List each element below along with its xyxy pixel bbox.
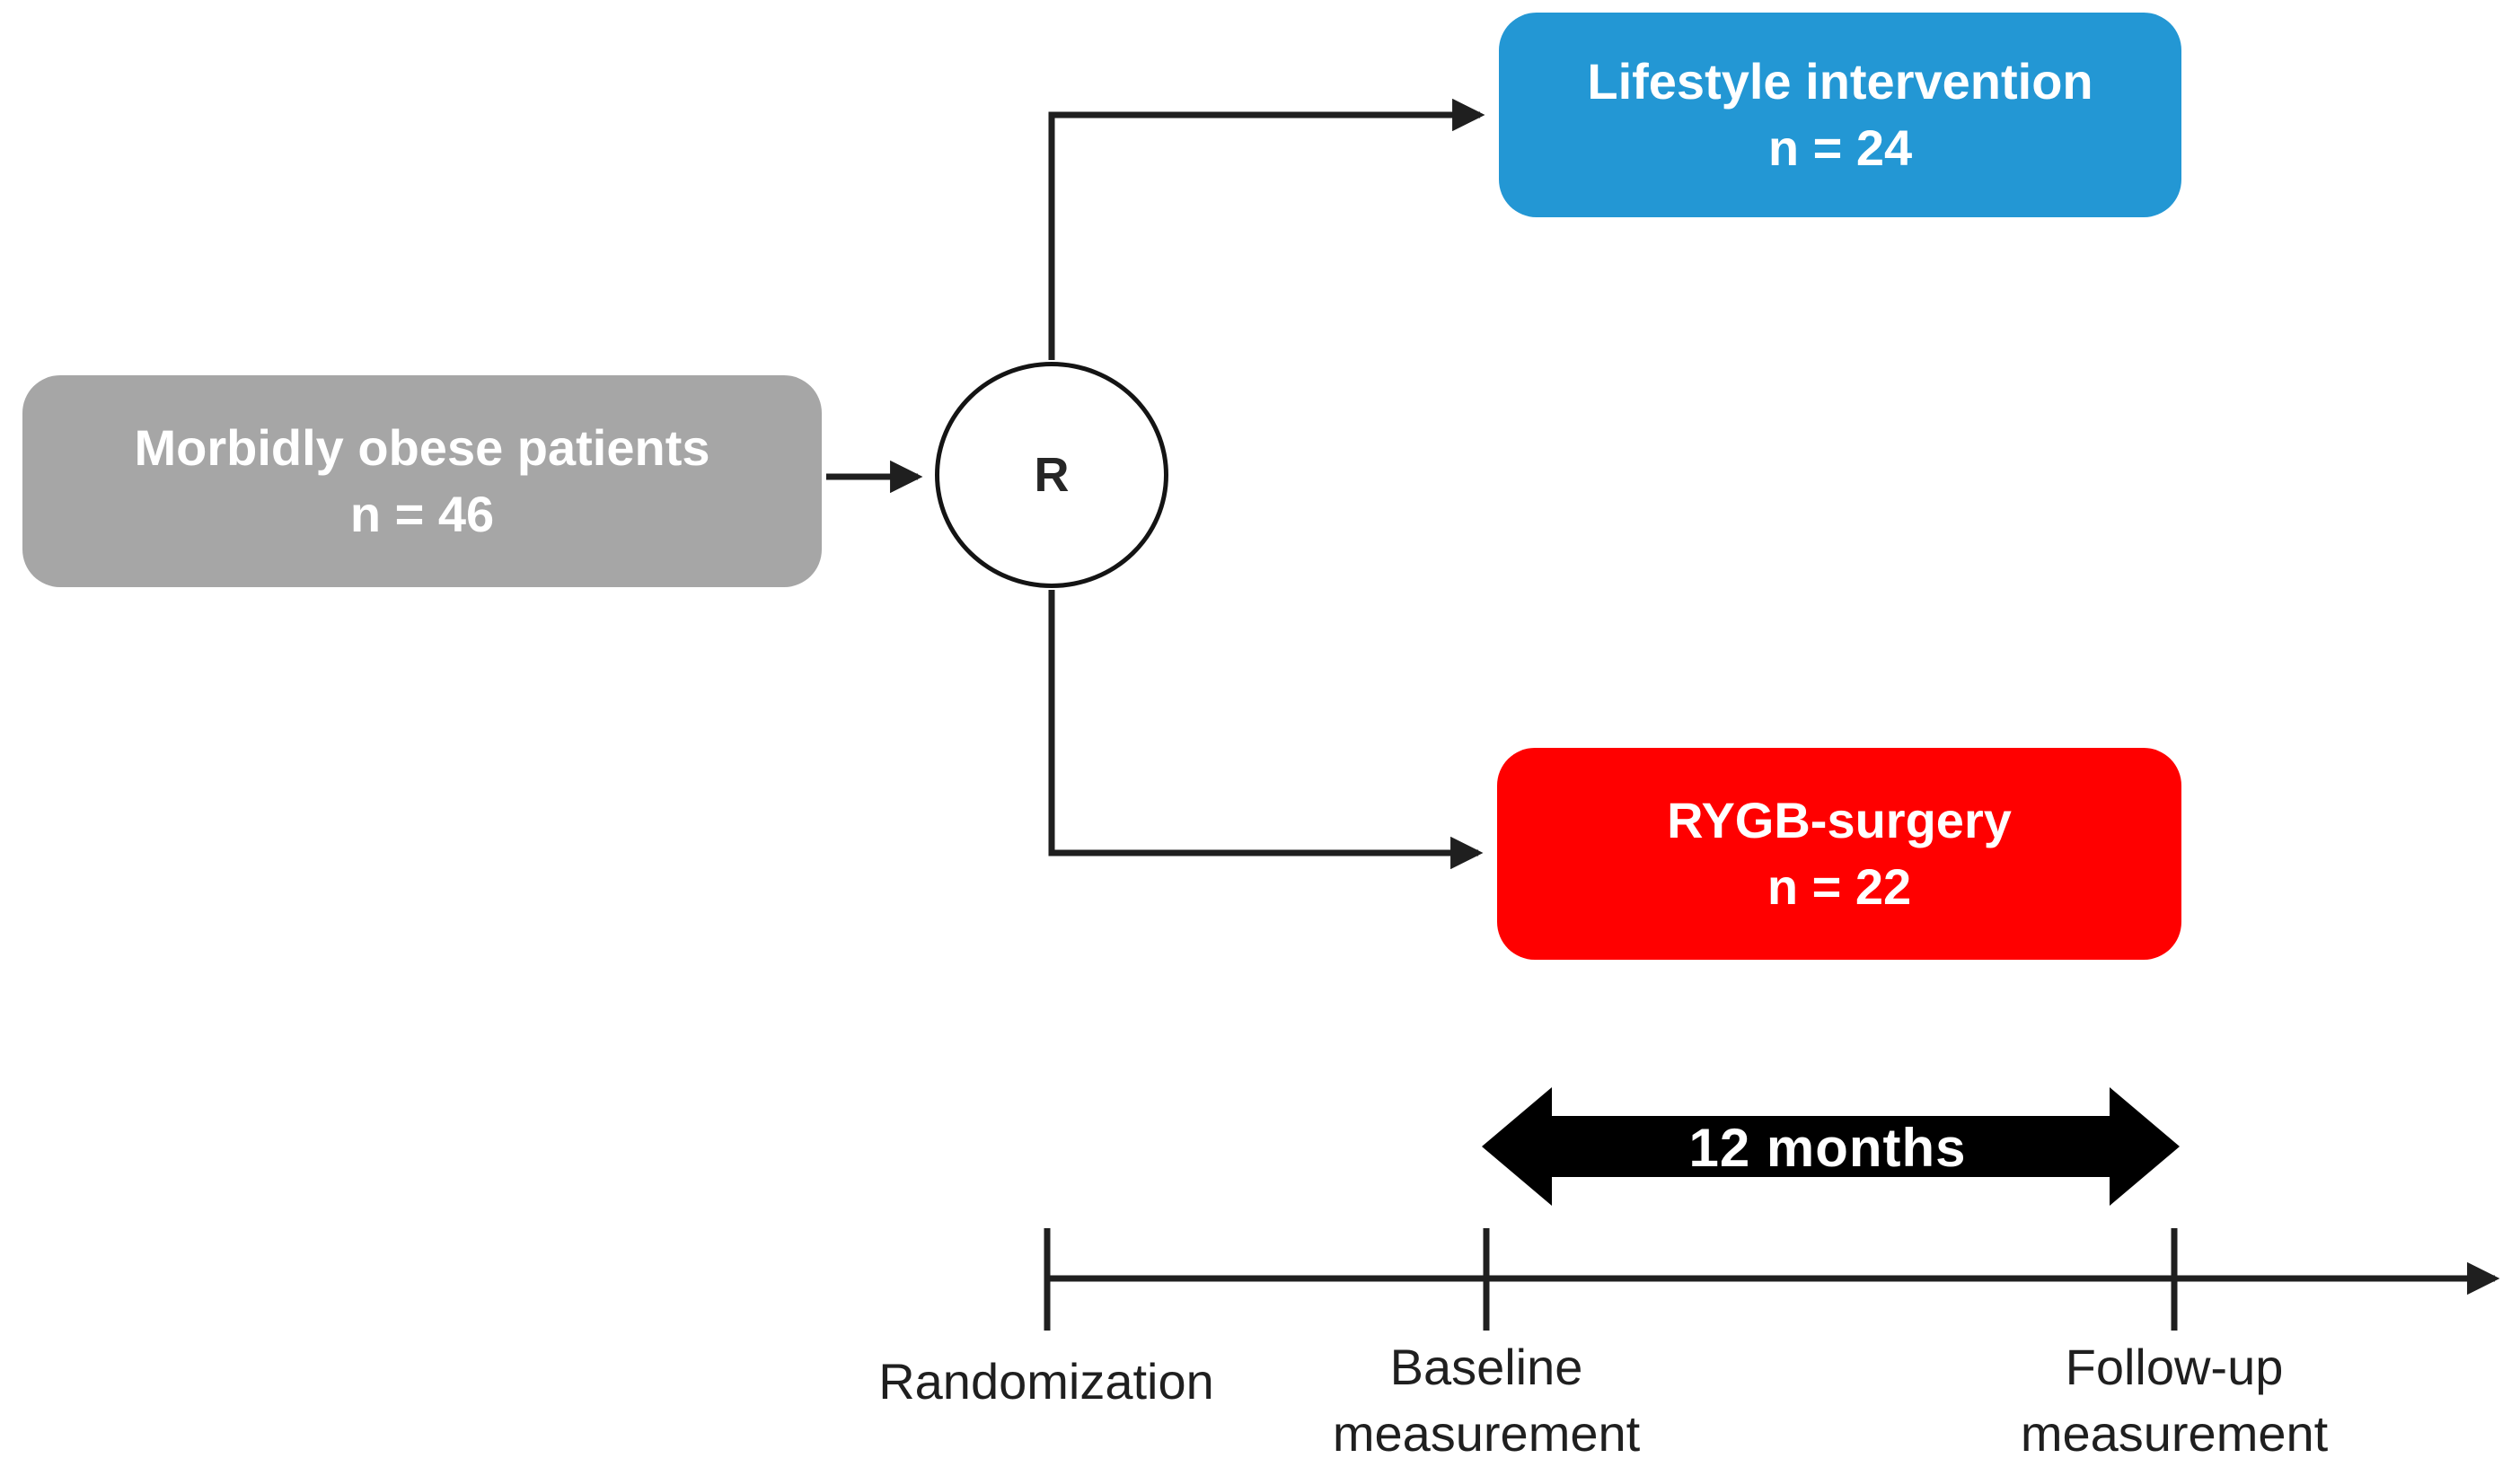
randomization-node: R	[935, 362, 1168, 588]
duration-double-arrow	[1482, 1087, 2180, 1206]
lifestyle-box-count: n = 24	[1767, 119, 1913, 176]
surgery-box-title: RYGB-surgery	[1667, 792, 2012, 849]
timeline-label-followup: Follow-up measurement	[1941, 1334, 2408, 1467]
timeline-label-randomization: Randomization	[813, 1348, 1280, 1415]
timeline-label-baseline-line1: Baseline	[1389, 1339, 1583, 1395]
timeline-label-baseline-line2: measurement	[1332, 1405, 1641, 1463]
population-box-title: Morbidly obese patients	[134, 419, 710, 477]
bottom-branch-arrow	[1048, 590, 1484, 870]
timeline-label-randomization-text: Randomization	[878, 1353, 1214, 1410]
timeline-label-followup-line1: Follow-up	[2065, 1339, 2284, 1395]
rygb-surgery-box: RYGB-surgery n = 22	[1497, 748, 2181, 960]
population-box: Morbidly obese patients n = 46	[22, 375, 822, 587]
timeline-label-followup-line2: measurement	[2020, 1405, 2329, 1463]
lifestyle-box-title: Lifestyle intervention	[1587, 53, 2093, 110]
top-branch-arrow	[1048, 98, 1485, 360]
timeline-label-baseline: Baseline measurement	[1253, 1334, 1720, 1467]
population-box-count: n = 46	[349, 486, 495, 542]
randomization-label: R	[1034, 448, 1070, 502]
surgery-box-count: n = 22	[1767, 858, 1912, 915]
duration-label: 12 months	[1688, 1117, 1967, 1178]
lifestyle-intervention-box: Lifestyle intervention n = 24	[1499, 13, 2181, 217]
